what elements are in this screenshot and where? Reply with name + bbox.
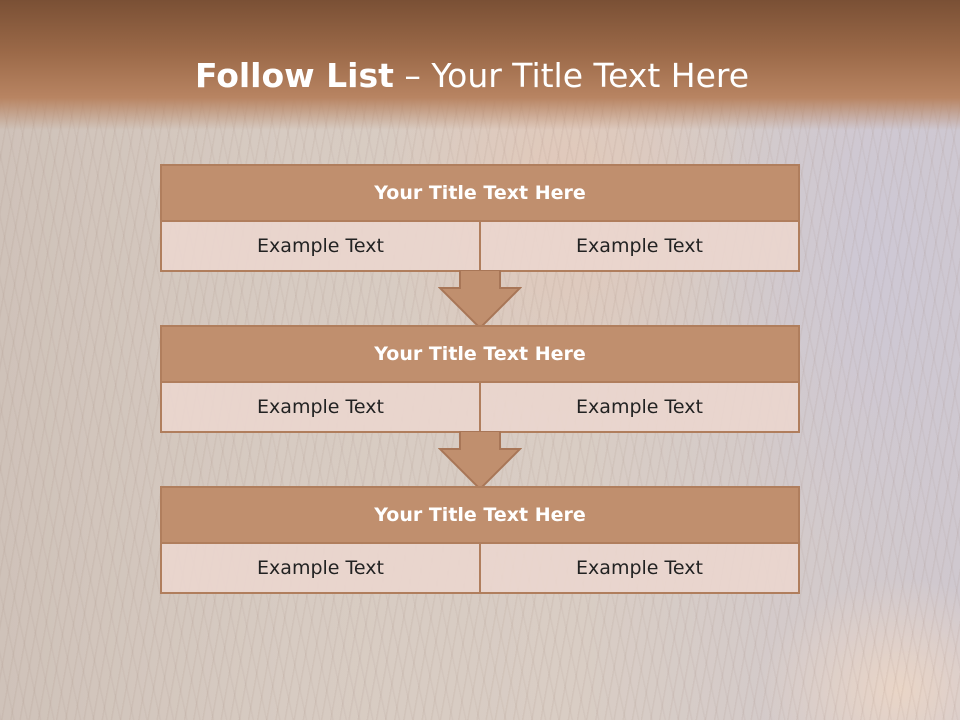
step-title: Your Title Text Here <box>162 327 798 383</box>
step-box-2: Your Title Text Here Example Text Exampl… <box>160 325 800 433</box>
step-cell-left: Example Text <box>162 544 479 592</box>
step-title: Your Title Text Here <box>162 488 798 544</box>
step-box-1: Your Title Text Here Example Text Exampl… <box>160 164 800 272</box>
step-cell-left: Example Text <box>162 383 479 431</box>
step-title: Your Title Text Here <box>162 166 798 222</box>
step-box-3: Your Title Text Here Example Text Exampl… <box>160 486 800 594</box>
step-row: Example Text Example Text <box>162 383 798 431</box>
down-arrow-icon <box>438 270 522 330</box>
step-cell-right: Example Text <box>479 544 798 592</box>
step-cell-right: Example Text <box>479 383 798 431</box>
step-row: Example Text Example Text <box>162 544 798 592</box>
step-cell-right: Example Text <box>479 222 798 270</box>
slide-title: Follow List – Your Title Text Here <box>0 52 944 100</box>
title-banner <box>0 0 960 130</box>
step-row: Example Text Example Text <box>162 222 798 270</box>
slide-title-bold: Follow List <box>194 56 394 95</box>
down-arrow-icon <box>438 431 522 491</box>
slide-title-rest: – Your Title Text Here <box>393 56 750 95</box>
step-cell-left: Example Text <box>162 222 479 270</box>
